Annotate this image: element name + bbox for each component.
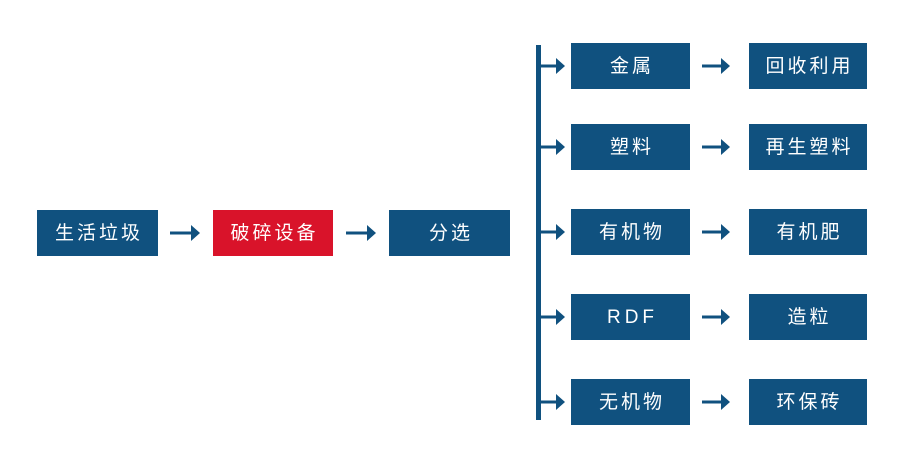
arrow-metal-to-product [702, 55, 730, 77]
arrow-shredder-to-sorting [346, 222, 376, 244]
branch-arrow-right-icon-plastic [539, 136, 565, 158]
node-shredder[interactable]: 破碎设备 [213, 210, 333, 256]
node-product-granulation[interactable]: 造粒 [749, 294, 867, 340]
branch-arrow-right-icon-metal [539, 55, 565, 77]
node-sorting[interactable]: 分选 [389, 210, 510, 256]
node-msw[interactable]: 生活垃圾 [37, 210, 158, 256]
arrow-msw-to-shredder [170, 222, 200, 244]
arrow-organic-to-product [702, 221, 730, 243]
branch-arrow-right-icon-rdf [539, 306, 565, 328]
arrow-inorganic-to-product [702, 391, 730, 413]
arrow-plastic-to-product [702, 136, 730, 158]
node-fraction-plastic[interactable]: 塑料 [571, 124, 690, 170]
branch-arrow-right-icon-organic [539, 221, 565, 243]
node-fraction-organic[interactable]: 有机物 [571, 209, 690, 255]
arrow-rdf-to-product [702, 306, 730, 328]
node-fraction-metal[interactable]: 金属 [571, 43, 690, 89]
branch-arrow-right-icon-inorganic [539, 391, 565, 413]
node-fraction-rdf[interactable]: RDF [571, 294, 690, 340]
node-product-recycled-plastic[interactable]: 再生塑料 [749, 124, 867, 170]
node-product-organic-fertilizer[interactable]: 有机肥 [749, 209, 867, 255]
vertical-connector-line [536, 45, 541, 420]
node-product-eco-brick[interactable]: 环保砖 [749, 379, 867, 425]
node-fraction-inorganic[interactable]: 无机物 [571, 379, 690, 425]
node-product-recycling[interactable]: 回收利用 [749, 43, 867, 89]
